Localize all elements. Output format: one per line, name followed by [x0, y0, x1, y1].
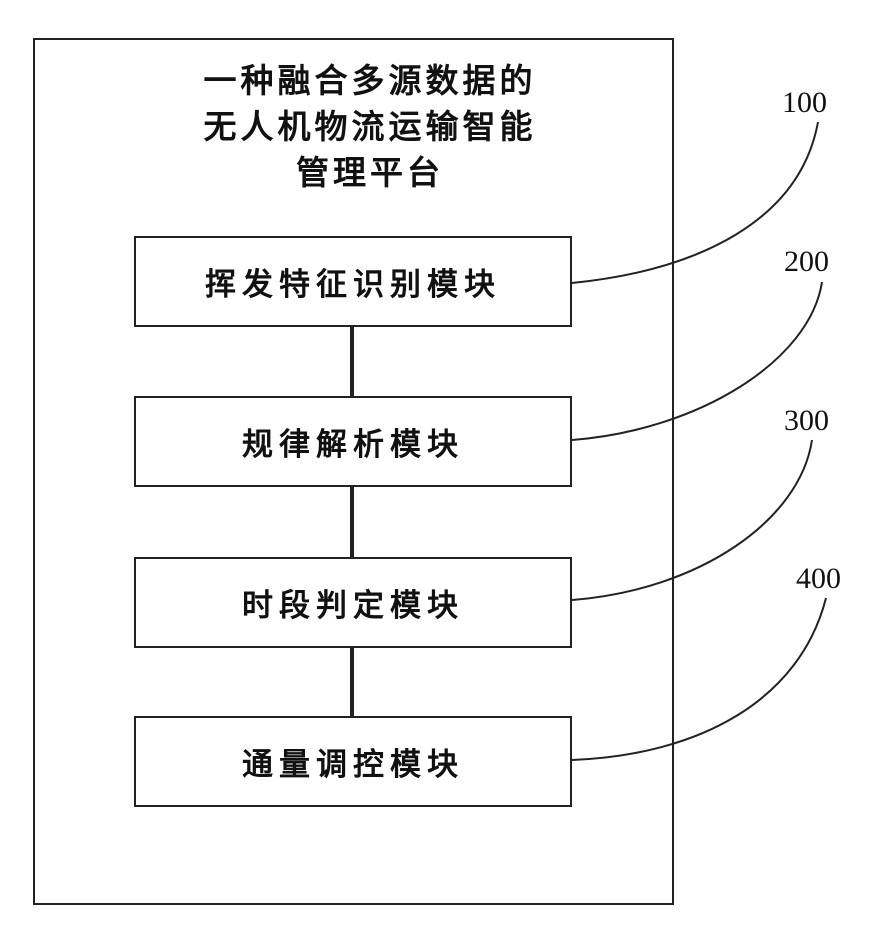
- title-line-3: 管理平台: [150, 150, 590, 196]
- module-label-300: 时段判定模块: [242, 580, 464, 625]
- connector-1-2: [350, 325, 354, 397]
- module-box-200: 规律解析模块: [134, 396, 572, 487]
- module-box-300: 时段判定模块: [134, 557, 572, 648]
- ref-label-400: 400: [796, 562, 841, 596]
- module-box-400: 通量调控模块: [134, 716, 572, 807]
- title-line-1: 一种融合多源数据的: [150, 58, 590, 104]
- diagram-title: 一种融合多源数据的 无人机物流运输智能 管理平台: [150, 58, 590, 196]
- connector-2-3: [350, 486, 354, 558]
- module-label-400: 通量调控模块: [242, 739, 464, 784]
- module-box-100: 挥发特征识别模块: [134, 236, 572, 327]
- module-label-200: 规律解析模块: [242, 419, 464, 464]
- title-line-2: 无人机物流运输智能: [150, 104, 590, 150]
- connector-3-4: [350, 647, 354, 717]
- ref-label-300: 300: [784, 404, 829, 438]
- module-label-100: 挥发特征识别模块: [205, 259, 501, 304]
- ref-label-200: 200: [784, 245, 829, 279]
- ref-label-100: 100: [782, 86, 827, 120]
